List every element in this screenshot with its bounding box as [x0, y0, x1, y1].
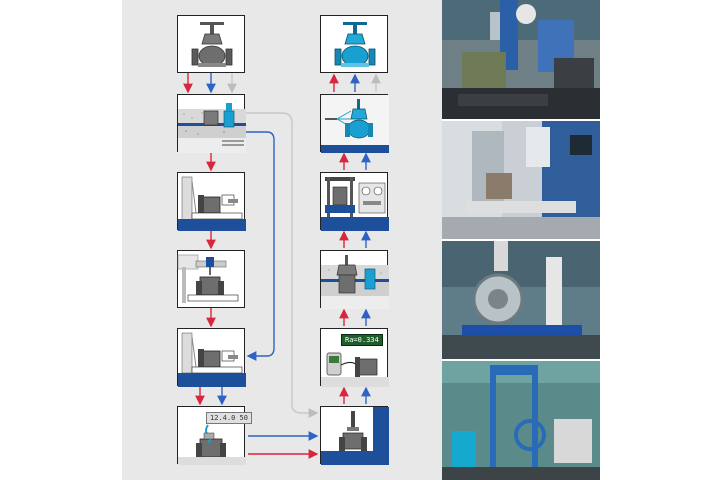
hardening-icon — [178, 424, 246, 465]
milling-machining-icon — [177, 254, 239, 303]
photo-column — [442, 0, 600, 480]
lathe-machining-icon — [178, 176, 246, 231]
flow-arrows — [183, 73, 381, 459]
step-assembly-press — [320, 406, 389, 465]
step-raw-valve — [177, 15, 245, 73]
step-final-wash — [320, 250, 389, 309]
process-diagram-background — [122, 0, 442, 480]
hardness-readout: 12.4.0 50 — [206, 412, 252, 424]
step-finished-valve — [320, 15, 388, 73]
welding-robot-photo — [442, 0, 600, 119]
step-machining-2 — [177, 250, 245, 308]
pressure-test-stand-icon — [321, 177, 389, 231]
step-pressure-test — [320, 172, 389, 231]
blue-gate-valve-icon — [334, 22, 376, 67]
lathe-machining-icon — [178, 332, 246, 387]
wash-bath-icon — [178, 103, 246, 153]
arrow-gray-route — [235, 112, 319, 418]
roughness-gauge-photo — [442, 241, 600, 359]
spray-painting-icon — [321, 95, 389, 153]
step-machining-1 — [177, 172, 246, 231]
step-surface-hardening: 12.4.0 50 — [177, 406, 252, 465]
gray-gate-valve-icon — [191, 22, 233, 67]
profilometer-icon — [321, 352, 389, 387]
arrow-blue-bypass — [240, 131, 275, 361]
assembly-press-icon — [321, 407, 389, 465]
step-cleaning-bath — [177, 94, 246, 153]
step-machining-3 — [177, 328, 246, 387]
cnc-machine-photo — [442, 121, 600, 239]
step-roughness-measurement: Ra=0.334 — [320, 328, 389, 387]
wash-bath-icon — [321, 255, 389, 309]
step-painting — [320, 94, 389, 153]
test-stand-photo — [442, 361, 600, 480]
roughness-readout: Ra=0.334 — [341, 334, 383, 346]
